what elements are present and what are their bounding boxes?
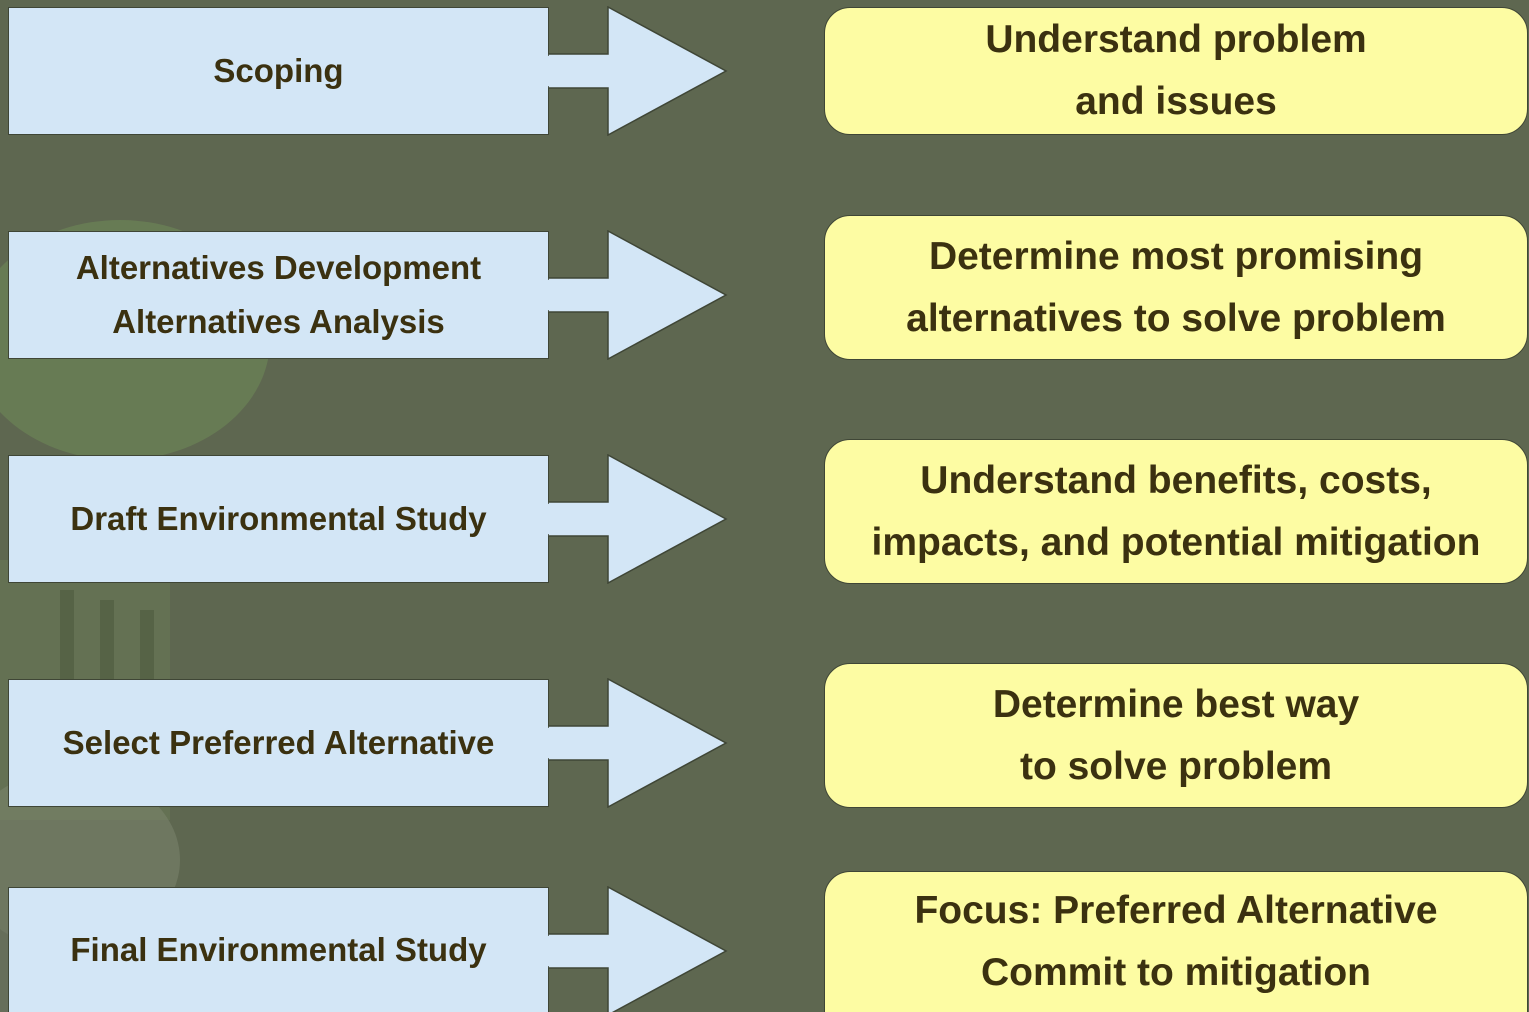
outcome-5-line-2: Commit to mitigation (981, 951, 1371, 994)
stage-alternatives: Alternatives Development Alternatives An… (8, 231, 549, 359)
outcome-understand-problem: Understand problem and issues (824, 7, 1528, 135)
arrow-2 (548, 230, 728, 360)
arrow-3 (548, 454, 728, 584)
stage-select-preferred-alternative: Select Preferred Alternative (8, 679, 549, 807)
outcome-2-line-1: Determine most promising (928, 234, 1424, 278)
outcome-3-line-2: impacts, and potential mitigation (871, 520, 1481, 564)
arrow-4 (548, 678, 728, 808)
outcome-4-line-2: to solve problem (1019, 744, 1333, 788)
outcome-promising-alternatives: Determine most promising alternatives to… (824, 215, 1528, 360)
stage-scoping-text: Scoping (213, 52, 344, 89)
stage-scoping: Scoping (8, 7, 549, 135)
outcome-best-way: Determine best way to solve problem (824, 663, 1528, 808)
stage-alternatives-line-1: Alternatives Development (75, 249, 482, 286)
outcome-benefits-costs: Understand benefits, costs, impacts, and… (824, 439, 1528, 584)
outcome-commit-mitigation: Focus: Preferred Alternative Commit to m… (824, 871, 1528, 1012)
outcome-1-line-2: and issues (1075, 80, 1277, 123)
arrow-5 (548, 886, 728, 1012)
outcome-4-line-1: Determine best way (992, 682, 1360, 726)
stage-draft-environmental-study: Draft Environmental Study (8, 455, 549, 583)
stage-alternatives-line-2: Alternatives Analysis (112, 303, 445, 340)
outcome-2-line-2: alternatives to solve problem (906, 296, 1446, 340)
outcome-1-line-1: Understand problem (985, 18, 1367, 61)
arrow-1 (548, 6, 728, 136)
stage-select-text: Select Preferred Alternative (62, 724, 495, 761)
stage-final-text: Final Environmental Study (70, 931, 487, 968)
outcome-3-line-1: Understand benefits, costs, (920, 458, 1432, 502)
stage-final-environmental-study: Final Environmental Study (8, 887, 549, 1012)
stage-draft-text: Draft Environmental Study (70, 500, 487, 537)
outcome-5-line-1: Focus: Preferred Alternative (914, 889, 1438, 932)
